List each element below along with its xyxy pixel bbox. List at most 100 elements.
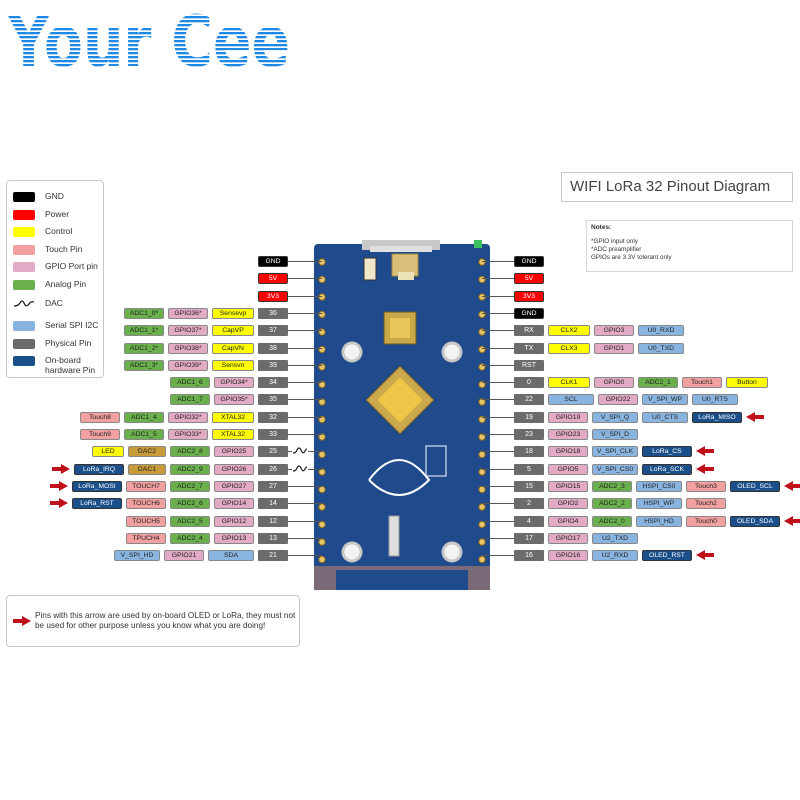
- pin-lead: [482, 416, 514, 418]
- pin-label: 3V3: [258, 290, 288, 302]
- pin-label: GPIO2: [548, 498, 588, 510]
- antenna: [388, 515, 400, 557]
- legend-item: Power: [13, 209, 103, 220]
- physical-pin-number: 34: [258, 377, 288, 389]
- legend-label: On-board hardware Pin: [45, 355, 96, 375]
- pin-label: LoRa_SCK: [642, 463, 692, 475]
- pin-label: TOUCH5: [126, 515, 166, 527]
- legend-label: Power: [45, 209, 70, 219]
- legend-label: Touch Pin: [45, 244, 83, 254]
- legend-swatch: [13, 192, 35, 202]
- legend-item: Control: [13, 226, 103, 237]
- pin-label: TPUCH4: [126, 532, 166, 544]
- pin-label: LoRa_IRQ: [74, 463, 124, 475]
- pin-label: GPIO5: [548, 463, 588, 475]
- pin-lead: [288, 312, 322, 314]
- pin-label: ADC1_2*: [124, 342, 164, 354]
- pin-lead: [288, 382, 322, 384]
- physical-pin-number: 4: [514, 515, 544, 527]
- pin-label: U2_TXD: [592, 532, 638, 544]
- pin-lead: [288, 278, 322, 280]
- pin-label: ADC2_3: [592, 480, 632, 492]
- pin-label: GND: [258, 256, 288, 267]
- pin-label: ADC1_6: [170, 377, 210, 389]
- warning-box: Pins with this arrow are used by on-boar…: [6, 595, 300, 647]
- pin-label: GPIO38*: [168, 342, 208, 354]
- pin-label: SDA: [208, 550, 254, 562]
- pin-lead: [482, 347, 514, 349]
- pin-lead: [482, 485, 514, 487]
- physical-pin-number: 14: [258, 498, 288, 510]
- legend-label: Analog Pin: [45, 279, 87, 289]
- pin-label: ADC2_5: [170, 515, 210, 527]
- physical-pin-number: 5: [514, 463, 544, 475]
- pin-lead: [482, 278, 514, 280]
- physical-pin-number: 25: [258, 446, 288, 458]
- legend-item: On-board hardware Pin: [13, 355, 103, 375]
- pin-label: ADC1_0*: [124, 307, 164, 319]
- pin-lead: [482, 520, 514, 522]
- legend-swatch: [13, 262, 35, 272]
- pin-label: GPIO0: [594, 377, 634, 389]
- physical-pin-number: 37: [258, 325, 288, 337]
- pin-label: GPIO12: [214, 515, 254, 527]
- pin-label: GPIO21: [164, 550, 204, 562]
- pin-label: LoRa_CS: [642, 446, 692, 458]
- red-arrow-icon: [696, 463, 714, 474]
- pin-lead: [482, 364, 514, 366]
- brand-logo-text: Your Cee: [8, 4, 290, 78]
- red-arrow-icon: [784, 515, 800, 526]
- pin-label: GPIO37*: [168, 325, 208, 337]
- pin-label: 5V: [258, 273, 288, 285]
- mount-hole: [441, 541, 463, 563]
- legend-swatch: [13, 280, 35, 290]
- pin-label: OLED_SCL: [730, 480, 780, 492]
- pin-lead: [288, 364, 322, 366]
- notes-title: Notes:: [591, 224, 612, 231]
- legend-label: Serial SPI I2C: [45, 320, 99, 330]
- legend-swatch: [13, 321, 35, 331]
- pin-label: LoRa_MISO: [692, 411, 742, 423]
- pin-label: 5V: [514, 273, 544, 285]
- pin-label: Touch8: [80, 411, 120, 423]
- physical-pin-number: 13: [258, 532, 288, 544]
- pin-lead: [482, 468, 514, 470]
- dac-wave-icon: [292, 463, 308, 474]
- pin-lead: [288, 295, 322, 297]
- pin-label: GPIO39*: [168, 359, 208, 371]
- pin-lead: [288, 520, 322, 522]
- legend-swatch: [13, 210, 35, 220]
- pin-lead: [482, 399, 514, 401]
- pin-label: U0_TXD: [638, 342, 684, 354]
- pin-label: U0_RXD: [638, 325, 684, 337]
- diagram-title: WIFI LoRa 32 Pinout Diagram: [570, 178, 771, 195]
- physical-pin-number: 0: [514, 377, 544, 389]
- dac-wave-icon: [292, 446, 308, 457]
- pin-label: HSPI_HD: [636, 515, 682, 527]
- pin-label: XTAL32: [212, 411, 254, 423]
- pin-label: ADC1_7: [170, 394, 210, 406]
- pin-label: ADC2_2: [592, 498, 632, 510]
- note-line: *GPIO input only: [591, 238, 638, 245]
- mount-hole: [341, 341, 363, 363]
- physical-pin-number: 21: [258, 550, 288, 562]
- physical-pin-number: TX: [514, 342, 544, 354]
- pin-label: GPIO13: [214, 532, 254, 544]
- pin-label: GPIO1: [594, 342, 634, 354]
- pin-label: GPIO4: [548, 515, 588, 527]
- pin-label: ADC2_0: [592, 515, 632, 527]
- pin-lead: [288, 485, 322, 487]
- pin-label: GPIO18: [548, 446, 588, 458]
- pin-label: GPIO35*: [214, 394, 254, 406]
- pin-lead: [288, 537, 322, 539]
- pin-label: V_SPI_WP: [642, 394, 688, 406]
- legend-item: GND: [13, 191, 103, 202]
- physical-pin-number: 35: [258, 394, 288, 406]
- diagram-title-box: WIFI LoRa 32 Pinout Diagram: [561, 172, 793, 202]
- physical-pin-number: 16: [514, 550, 544, 562]
- physical-pin-number: 18: [514, 446, 544, 458]
- pin-lead: [288, 434, 322, 435]
- pin-label: ADC1_1*: [124, 325, 164, 337]
- pin-label: GPIO36*: [168, 307, 208, 319]
